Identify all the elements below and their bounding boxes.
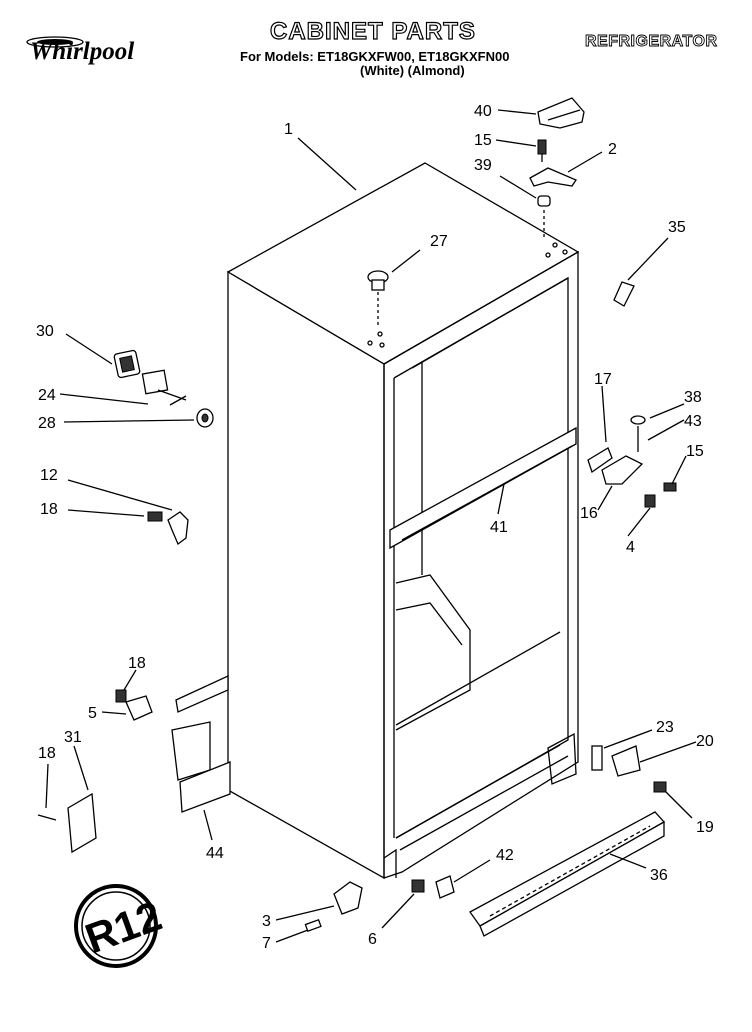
cabinet-shell: [226, 162, 580, 880]
callout-1: 1: [284, 121, 293, 138]
toe-grille-part: [469, 811, 666, 937]
callout-18-c: 18: [38, 745, 56, 762]
callout-3: 3: [262, 913, 271, 930]
callout-27: 27: [430, 233, 448, 250]
clamp-part: [125, 695, 153, 721]
callout-44: 44: [206, 845, 224, 862]
bushing-part: [537, 195, 551, 207]
callout-5: 5: [88, 705, 97, 722]
callout-31: 31: [64, 729, 82, 746]
appliance-category: REFRIGERATOR: [585, 33, 718, 51]
callout-41: 41: [490, 519, 508, 536]
cabinet-bracket-part: [171, 674, 231, 813]
hinge-shim-part: [587, 447, 613, 474]
shim-part: [591, 745, 603, 771]
control-shaft-part: [141, 369, 187, 406]
callout-6: 6: [368, 931, 377, 948]
callout-40: 40: [474, 103, 492, 120]
center-hinge-part: [601, 455, 644, 485]
callout-42: 42: [496, 847, 514, 864]
callout-labels: 1 2 3 4 5 6 7 12 15 15 16 17 18 18 18 19…: [36, 103, 714, 952]
callout-39: 39: [474, 157, 492, 174]
callout-30: 30: [36, 323, 54, 340]
callout-38: 38: [684, 389, 702, 406]
callout-4: 4: [626, 539, 635, 556]
callout-12: 12: [40, 467, 58, 484]
callout-15-top: 15: [474, 132, 492, 149]
callout-17: 17: [594, 371, 612, 388]
plug-part: [367, 270, 389, 328]
color-variants: (White) (Almond): [360, 63, 465, 78]
screw-part: [537, 139, 547, 162]
callout-15-mid: 15: [686, 443, 704, 460]
callout-16: 16: [580, 505, 598, 522]
bezel-part: [113, 349, 141, 379]
callout-23: 23: [656, 719, 674, 736]
r12-refrigerant-badge: R12: [74, 884, 168, 968]
cover-part: [67, 792, 97, 854]
callout-36: 36: [650, 867, 668, 884]
callout-43: 43: [684, 413, 702, 430]
callout-35: 35: [668, 219, 686, 236]
leader-lines: [45, 109, 697, 943]
mounting-bracket-part: [167, 511, 189, 546]
callout-2: 2: [608, 141, 617, 158]
brand-swoosh-icon: [26, 36, 84, 48]
hinge-cover-part: [537, 97, 585, 129]
callout-18-a: 18: [40, 501, 58, 518]
callout-7: 7: [262, 935, 271, 952]
roller-part: [333, 881, 363, 915]
clip-part: [435, 875, 455, 899]
callout-24: 24: [38, 387, 56, 404]
bracket-part: [613, 281, 635, 307]
callout-20: 20: [696, 733, 714, 750]
callout-18-b: 18: [128, 655, 146, 672]
callout-19: 19: [696, 819, 714, 836]
callout-28: 28: [38, 415, 56, 432]
model-numbers: For Models: ET18GKXFW00, ET18GKXFN00: [240, 49, 510, 64]
top-hinge-part: [529, 167, 577, 187]
bottom-hinge-part: [611, 745, 641, 777]
page-title: CABINET PARTS: [269, 17, 476, 45]
